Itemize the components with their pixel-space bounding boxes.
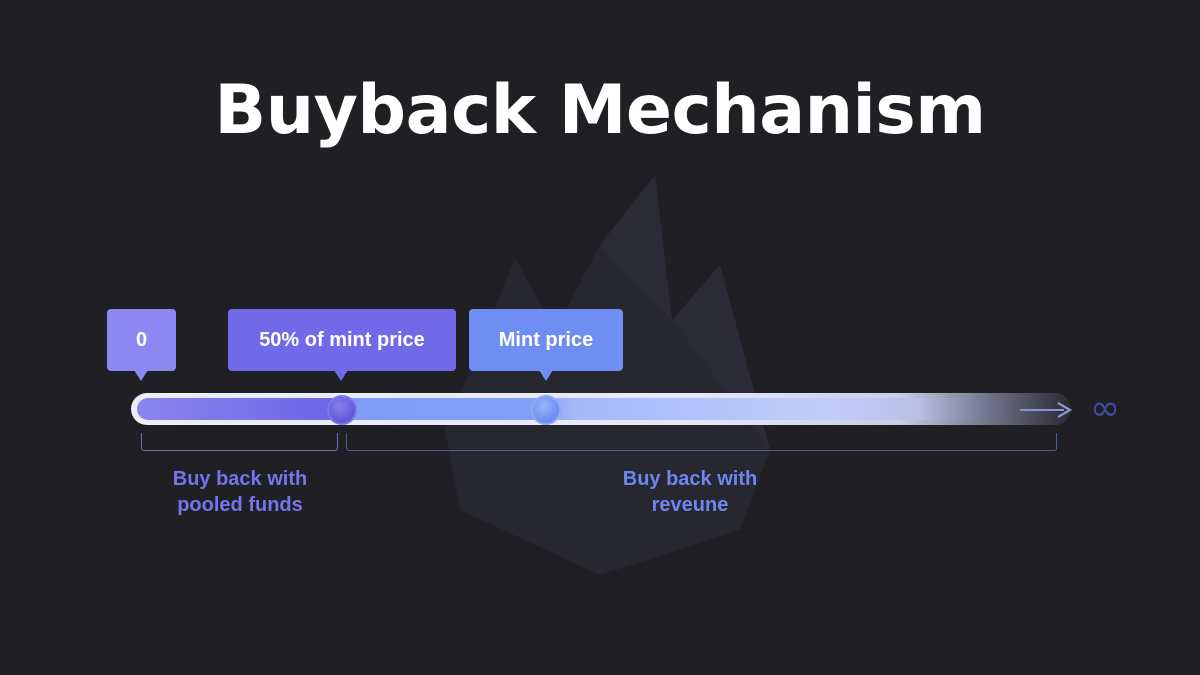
price-scale-fill	[137, 398, 1067, 420]
pooled-funds-label-line2: pooled funds	[177, 494, 303, 516]
arrow-right-icon	[1020, 402, 1073, 418]
callout-mint-price: Mint price	[469, 309, 623, 381]
pooled-funds-label-line1: Buy back with	[172, 468, 308, 490]
callout-half-mint-price: 50% of mint price	[228, 309, 456, 381]
mint-price-marker	[531, 395, 561, 425]
callout-tail	[334, 370, 348, 381]
page-title: Buyback Mechanism	[214, 71, 986, 150]
callout-zero: 0	[107, 309, 176, 381]
flame-logo-icon	[445, 175, 770, 575]
revenue-label: Buy back with reveune	[590, 466, 790, 518]
revenue-range-bracket	[346, 433, 1057, 451]
pooled-funds-range-bracket	[141, 433, 338, 451]
infinity-icon: ∞	[1090, 388, 1120, 429]
callout-mint-price-label: Mint price	[498, 328, 594, 351]
half-mint-price-marker	[327, 395, 357, 425]
callout-zero-label: 0	[135, 328, 148, 351]
callout-tail	[539, 370, 553, 381]
callout-tail	[134, 370, 148, 381]
callout-half-mint-price-label: 50% of mint price	[259, 328, 425, 351]
revenue-label-line1: Buy back with	[622, 468, 758, 490]
revenue-label-line2: reveune	[651, 494, 729, 516]
pooled-funds-label: Buy back with pooled funds	[140, 466, 340, 518]
